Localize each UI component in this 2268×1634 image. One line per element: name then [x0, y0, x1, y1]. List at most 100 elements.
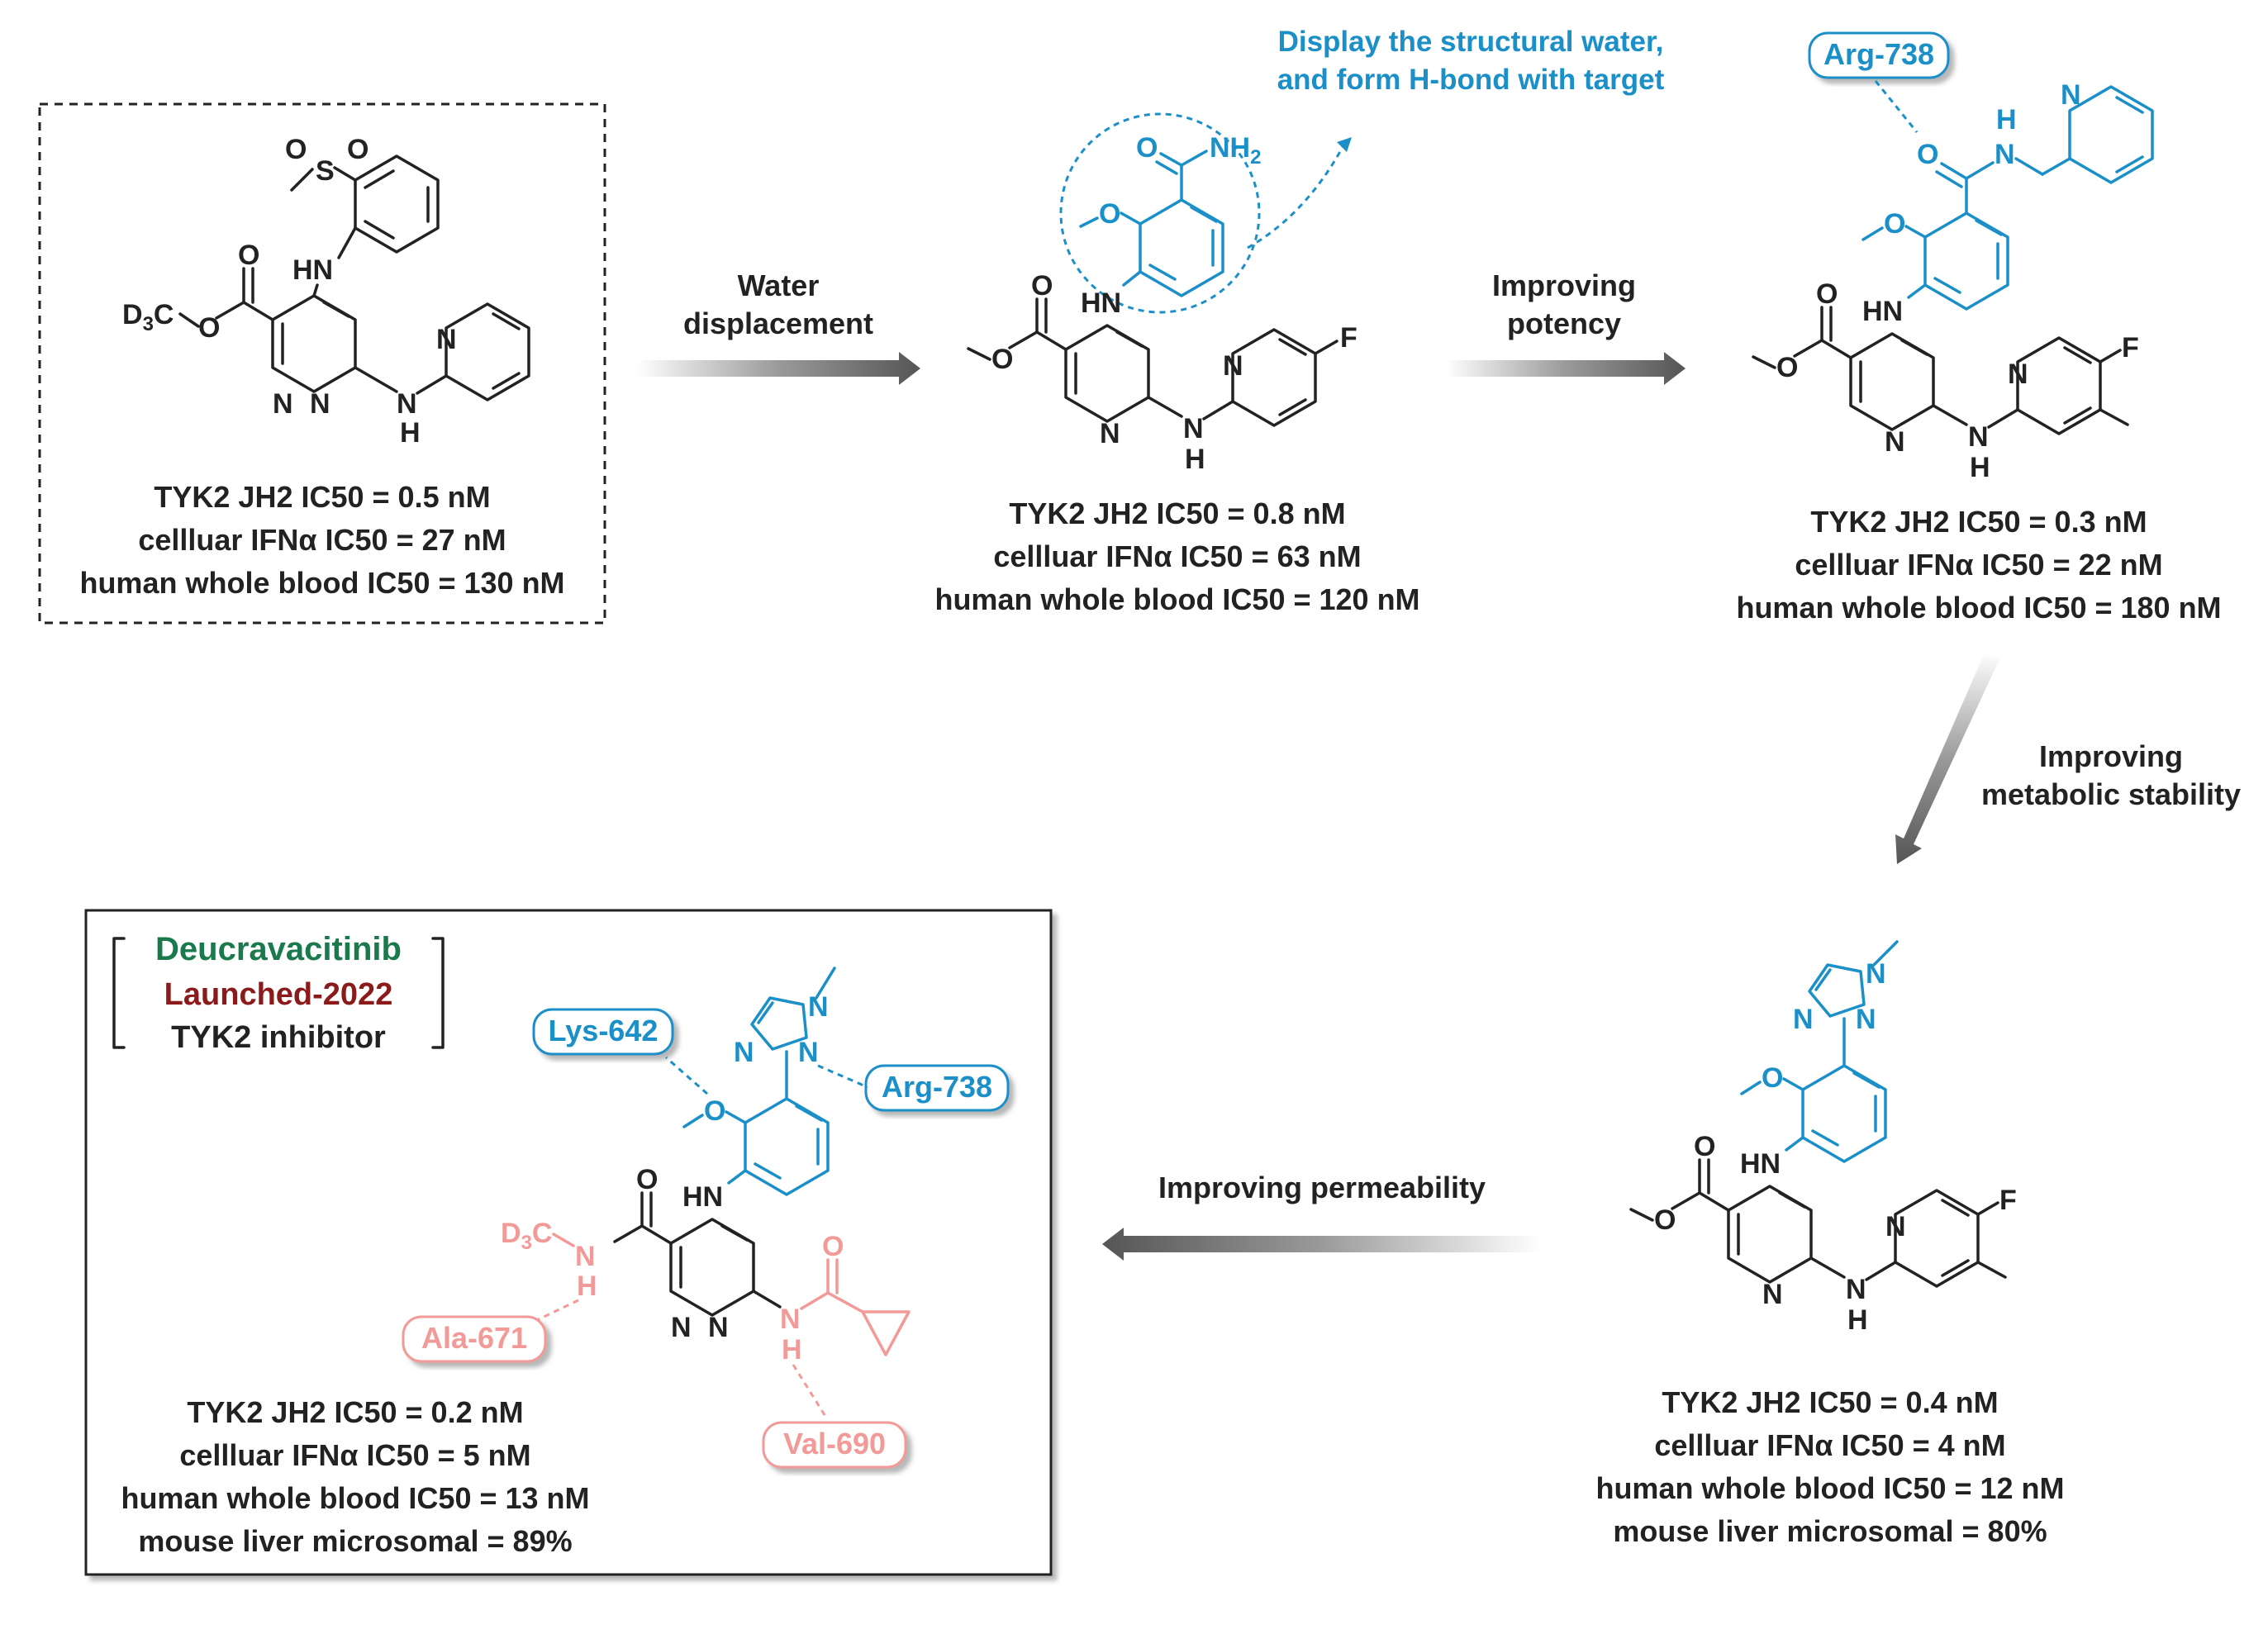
c2-fluoropyridine-ring	[1231, 328, 1317, 427]
compound-2: Display the structural water, and form H…	[934, 26, 1664, 616]
svg-text:HN: HN	[1740, 1148, 1781, 1180]
step-4-arrow: Improving permeability	[1102, 1171, 1541, 1261]
svg-text:D3C: D3C	[501, 1218, 552, 1254]
svg-text:N: N	[734, 1037, 754, 1068]
svg-text:O: O	[1762, 1062, 1783, 1094]
c3-prop-0: TYK2 JH2 IC50 = 0.3 nM	[1810, 505, 2147, 539]
drug-status: Launched-2022	[164, 977, 393, 1012]
svg-text:O: O	[991, 344, 1013, 375]
svg-text:N: N	[575, 1241, 596, 1272]
c3-pyridine-core	[1849, 332, 1935, 431]
c2-prop-1: cellluar IFNα IC50 = 63 nM	[993, 539, 1361, 573]
right-arrow-icon	[1446, 352, 1686, 385]
compound-3: Arg-738 O N H N O HN N O O	[1736, 31, 2222, 625]
residue-label-val690: Val-690	[783, 1427, 886, 1461]
c4-pyridine-core	[1727, 1185, 1813, 1284]
hbond-line	[536, 1299, 579, 1322]
c3-pyridylmethyl-ring	[2068, 85, 2154, 184]
drug-class: TYK2 inhibitor	[171, 1020, 386, 1055]
svg-text:H: H	[1847, 1304, 1868, 1336]
svg-text:H: H	[577, 1271, 597, 1302]
left-bracket	[112, 937, 126, 1049]
step-4-label: Improving permeability	[1158, 1171, 1486, 1204]
svg-text:O: O	[347, 134, 368, 165]
c4-fluoropyridine-ring	[1894, 1189, 1980, 1288]
svg-text:N: N	[2008, 359, 2028, 390]
note-line-1: Display the structural water,	[1278, 26, 1664, 58]
c5-triazole-ring	[750, 996, 808, 1051]
down-arrow-icon	[1895, 653, 1999, 864]
c1-pyridine-ring	[445, 302, 530, 401]
step-2-arrow: Improving potency	[1446, 268, 1686, 385]
svg-text:O: O	[704, 1095, 725, 1127]
svg-text:N: N	[436, 324, 457, 355]
compound-1-properties: TYK2 JH2 IC50 = 0.5 nM cellluar IFNα IC5…	[79, 480, 564, 600]
svg-text:O: O	[1917, 139, 1938, 170]
residue-badge-val690	[762, 1421, 907, 1469]
step-3-arrow: Improving metabolic stability	[1895, 653, 2241, 864]
residue-label-ala671: Ala-671	[421, 1321, 527, 1355]
svg-text:N: N	[1100, 418, 1120, 449]
right-bracket	[431, 937, 445, 1049]
svg-text:N: N	[1856, 1004, 1876, 1035]
c5-prop-0: TYK2 JH2 IC50 = 0.2 nM	[187, 1395, 523, 1429]
residue-label-lys642: Lys-642	[549, 1014, 659, 1047]
svg-text:HN: HN	[682, 1181, 723, 1213]
residue-label-arg738-b: Arg-738	[882, 1070, 992, 1104]
svg-text:N: N	[708, 1312, 729, 1343]
step-1-label-line-1: Water	[738, 268, 820, 302]
svg-text:N: N	[1223, 350, 1243, 382]
drug-name: Deucravacitinib	[155, 931, 402, 967]
hbond-line	[1874, 80, 1919, 133]
c4-prop-2: human whole blood IC50 = 12 nM	[1595, 1471, 2064, 1505]
water-displacement-circle	[1059, 112, 1261, 314]
svg-text:N: N	[2061, 79, 2081, 111]
svg-text:F: F	[2122, 332, 2139, 363]
c4-methoxyphenyl-ring	[1801, 1064, 1887, 1163]
svg-text:O: O	[1136, 132, 1158, 164]
c1-prop-1: cellluar IFNα IC50 = 27 nM	[138, 523, 506, 557]
svg-text:O: O	[1884, 208, 1905, 240]
svg-text:O: O	[636, 1164, 658, 1195]
svg-text:O: O	[198, 312, 220, 344]
note-line-2: and form H-bond with target	[1277, 64, 1665, 96]
svg-text:O: O	[1776, 352, 1798, 383]
step-1-arrow: Water displacement	[636, 268, 920, 385]
c2-pyridine-core	[1064, 324, 1150, 423]
svg-text:H: H	[1185, 444, 1205, 475]
note-pointer	[1247, 146, 1344, 249]
svg-text:H: H	[782, 1334, 802, 1366]
c2-prop-0: TYK2 JH2 IC50 = 0.8 nM	[1009, 496, 1345, 530]
c4-prop-1: cellluar IFNα IC50 = 4 nM	[1654, 1428, 2005, 1462]
residue-badge-arg738-b	[864, 1064, 1010, 1112]
svg-text:O: O	[285, 134, 307, 165]
svg-text:O: O	[1694, 1131, 1715, 1162]
svg-text:O: O	[238, 240, 259, 271]
c1-prop-0: TYK2 JH2 IC50 = 0.5 nM	[154, 480, 490, 514]
svg-text:N: N	[798, 1037, 819, 1068]
residue-badge-arg738-a	[1808, 31, 1950, 79]
c2-benzamide-ring	[1139, 198, 1224, 297]
cyclopropyl-ring	[861, 1310, 911, 1356]
c4-prop-0: TYK2 JH2 IC50 = 0.4 nM	[1662, 1385, 1998, 1419]
svg-text:N: N	[397, 388, 417, 420]
c5-prop-1: cellluar IFNα IC50 = 5 nM	[179, 1438, 530, 1472]
compound-1-dashed-box	[38, 102, 606, 625]
step-1-label-line-2: displacement	[683, 306, 873, 340]
compound-1: S O O HN N N O O D3C N H N TYK2 JH2 IC50…	[38, 102, 606, 625]
svg-text:N: N	[1846, 1274, 1866, 1305]
svg-text:NH2: NH2	[1210, 132, 1261, 169]
compound-4-properties: TYK2 JH2 IC50 = 0.4 nM cellluar IFNα IC5…	[1595, 1385, 2064, 1548]
svg-text:N: N	[1885, 1211, 1906, 1242]
c1-pyridazine-ring	[271, 294, 357, 393]
compound-5-deucravacitinib: Deucravacitinib Launched-2022 TYK2 inhib…	[84, 909, 1053, 1576]
svg-text:N: N	[1762, 1279, 1783, 1310]
step-2-label-line-2: potency	[1507, 306, 1621, 340]
svg-text:D3C: D3C	[122, 299, 174, 335]
step-2-label-line-1: Improving	[1492, 268, 1636, 302]
step-3-label-line-2: metabolic stability	[1981, 777, 2241, 811]
arrow-head-icon	[1337, 137, 1352, 152]
svg-text:O: O	[1654, 1204, 1676, 1236]
